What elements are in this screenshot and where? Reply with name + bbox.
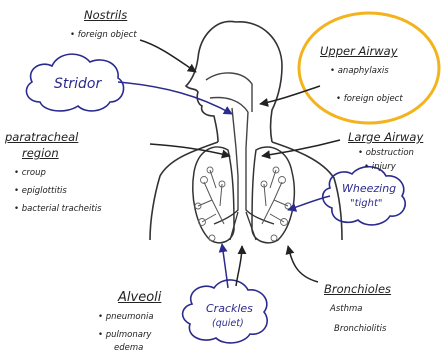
alveoli-clusters: [195, 167, 291, 241]
paratracheal-item-3: • bacterial tracheitis: [14, 204, 102, 215]
upper-airway-item-2: • foreign object: [336, 94, 403, 105]
paratracheal-title-2: region: [22, 146, 59, 160]
nostrils-item: • foreign object: [70, 30, 137, 41]
crackles-label-1: Crackles: [206, 302, 253, 315]
alveoli-item-3: edema: [114, 343, 143, 354]
black-arrows: [140, 40, 340, 286]
nostrils-title: Nostrils: [84, 8, 127, 22]
stridor-label: Stridor: [54, 76, 101, 92]
bronchial-tree: [198, 170, 288, 224]
airway-passages: [206, 73, 252, 176]
bronchioles-item-1: Asthma: [330, 304, 362, 315]
blue-arrows: [118, 82, 330, 288]
paratracheal-item-1: • croup: [14, 168, 46, 179]
crackles-label-2: (quiet): [212, 318, 244, 329]
alveoli-title: Alveoli: [118, 290, 161, 305]
upper-airway-item-1: • anaphylaxis: [330, 66, 389, 77]
large-airway-item-2: • injury: [364, 162, 396, 173]
trachea: [214, 176, 274, 240]
large-airway-item-1: • obstruction: [358, 148, 414, 159]
paratracheal-item-2: • epiglottitis: [14, 186, 67, 197]
alveoli-item-2: • pulmonary: [98, 330, 151, 341]
bronchioles-title: Bronchioles: [324, 282, 391, 296]
wheezing-label-1: Wheezing: [342, 182, 396, 195]
wheezing-label-2: "tight": [350, 198, 383, 209]
paratracheal-title-1: paratracheal: [5, 130, 78, 144]
large-airway-title: Large Airway: [348, 130, 423, 144]
alveoli-item-1: • pneumonia: [98, 312, 154, 323]
upper-airway-title: Upper Airway: [320, 44, 398, 58]
wheezing-cloud: [323, 167, 405, 225]
bronchioles-item-2: Bronchiolitis: [334, 324, 386, 335]
lungs: [193, 147, 295, 243]
